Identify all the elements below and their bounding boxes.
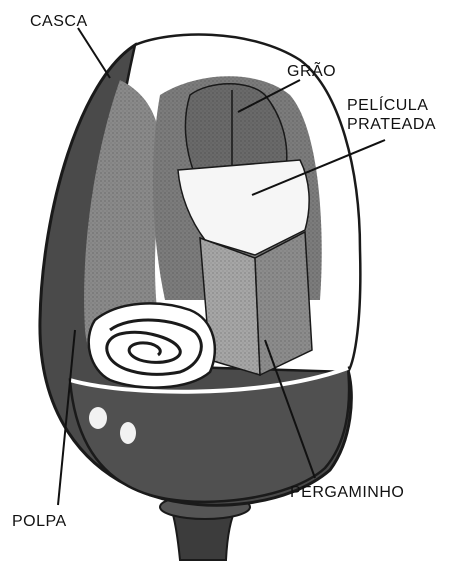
label-pelicula-prateada: PELÍCULA PRATEADA [347, 96, 436, 134]
label-pelicula-line1: PELÍCULA [347, 96, 436, 115]
label-pergaminho: PERGAMINHO [290, 483, 404, 502]
leader-casca [78, 28, 110, 78]
highlight-dot-1 [89, 407, 107, 429]
label-grao: GRÃO [287, 62, 336, 81]
label-pelicula-line2: PRATEADA [347, 115, 436, 134]
highlight-dot-2 [120, 422, 136, 444]
label-casca: CASCA [30, 12, 88, 31]
label-polpa: POLPA [12, 512, 67, 531]
